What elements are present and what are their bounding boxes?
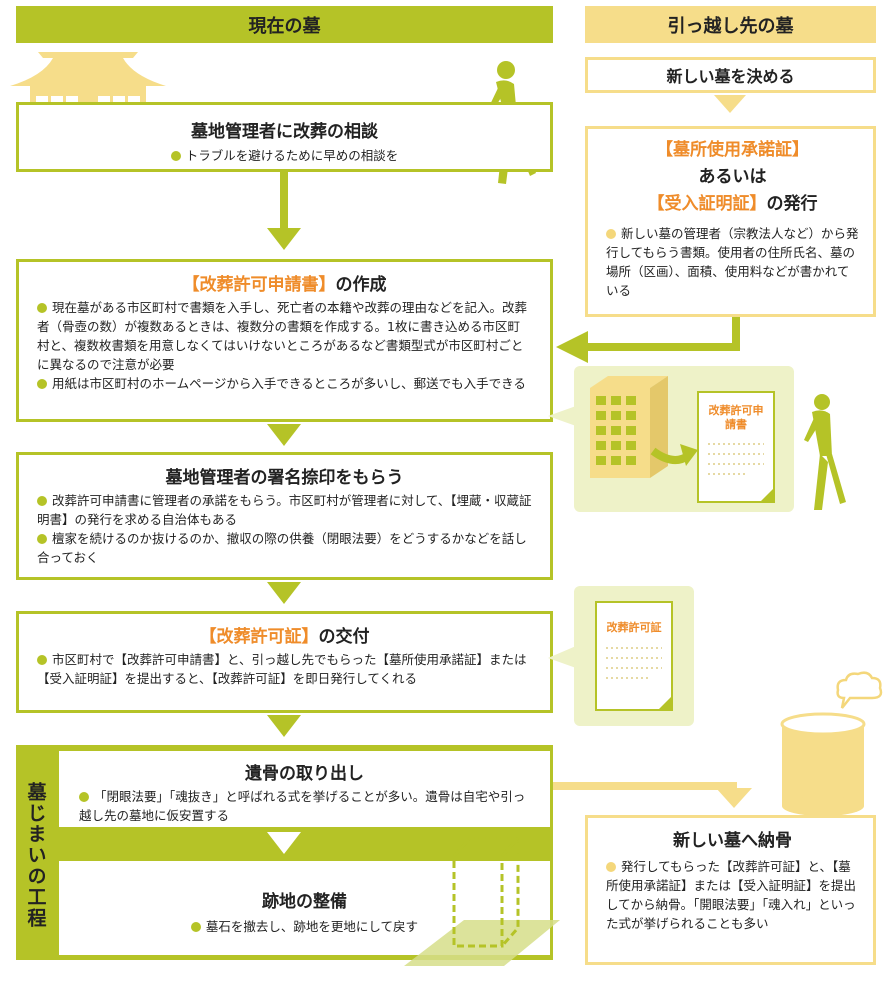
decide-new-grave-box: 新しい墓を決める bbox=[585, 57, 876, 93]
bullet-dot-icon bbox=[170, 151, 181, 161]
flow-arrow-icon bbox=[267, 715, 301, 737]
step-site-restore-title: 跡地の整備 bbox=[262, 892, 347, 912]
bury-new-grave-body: 発行してもらった【改葬許可証】と、【墓所使用承諾証】または【受入証明証】を提出し… bbox=[606, 859, 857, 931]
bullet-dot-icon bbox=[37, 534, 47, 544]
bullet-dot-icon bbox=[190, 922, 201, 932]
flow-arrow-icon bbox=[714, 95, 746, 113]
connector-line bbox=[553, 782, 737, 790]
step-application-bullet-1: 現在墓がある市区町村で書類を入手し、死亡者の本籍や改葬の理由などを記入。改葬者（… bbox=[37, 300, 528, 372]
doc-label-application: 改葬許可申請書 bbox=[708, 404, 764, 431]
bullet-dot-icon bbox=[37, 379, 47, 389]
certificate-issue-box: 【墓所使用承諾証】 あるいは 【受入証明証】の発行 新しい墓の管理者（宗教法人な… bbox=[585, 126, 876, 317]
certificate-issue-title: 【墓所使用承諾証】 あるいは 【受入証明証】の発行 bbox=[647, 140, 818, 214]
step-site-restore-bullet: 墓石を撤去し、跡地を更地にして戻す bbox=[79, 917, 530, 936]
bullet-dot-icon bbox=[606, 229, 616, 239]
flow-arrow-icon bbox=[267, 582, 301, 604]
flow-arrow-icon bbox=[556, 317, 740, 363]
step-permit-title: 【改葬許可証】の交付 bbox=[199, 627, 370, 647]
new-grave-header: 引っ越し先の墓 bbox=[585, 6, 876, 43]
bullet-dot-icon bbox=[79, 792, 89, 802]
person-walking-icon bbox=[804, 394, 846, 510]
flow-arrow-icon bbox=[716, 788, 752, 808]
step-signature-bullet-1: 改葬許可申請書に管理者の承諾をもらう。市区町村が管理者に対して、【埋蔵・収蔵証明… bbox=[37, 493, 532, 527]
office-document-illustration bbox=[548, 366, 794, 512]
step-signature-title: 墓地管理者の署名捺印をもらう bbox=[165, 468, 404, 488]
certificate-issue-body: 新しい墓の管理者（宗教法人など）から発行してもらう書類。使用者の住所氏名、墓の場… bbox=[606, 226, 859, 298]
document-icon bbox=[595, 601, 673, 711]
step-permit-box: 【改葬許可証】の交付 市区町村で【改葬許可申請書】と、引っ越し先でもらった【墓所… bbox=[16, 611, 553, 713]
step-application-box: 【改葬許可申請書】の作成 現在墓がある市区町村で書類を入手し、死亡者の本籍や改葬… bbox=[16, 259, 553, 422]
document-icon bbox=[697, 391, 775, 503]
bury-new-grave-box: 新しい墓へ納骨 発行してもらった【改葬許可証】と、【墓所使用承諾証】または【受入… bbox=[585, 815, 876, 965]
office-building-icon bbox=[590, 376, 668, 478]
step-remove-remains-bullet: 「閉眼法要」「魂抜き」と呼ばれる式を挙げることが多い。遺骨は自宅や引っ越し先の墓… bbox=[79, 789, 526, 823]
step-application-title: 【改葬許可申請書】の作成 bbox=[182, 275, 387, 295]
step-application-bullet-2: 用紙は市区町村のホームページから入手できるところが多いし、郵送でも入手できる bbox=[37, 374, 532, 393]
step-permit-bullet: 市区町村で【改葬許可申請書】と、引っ越し先でもらった【墓所使用承諾証】または【受… bbox=[37, 652, 527, 686]
step-consult-bullet: トラブルを避けるために早めの相談を bbox=[19, 146, 550, 165]
process-side-label: 墓じまいの工程 bbox=[24, 781, 47, 929]
current-grave-header-label: 現在の墓 bbox=[248, 15, 321, 37]
step-consult-title: 墓地管理者に改葬の相談 bbox=[191, 122, 378, 142]
decide-new-grave-label: 新しい墓を決める bbox=[666, 67, 795, 86]
flow-arrow-icon bbox=[267, 424, 301, 446]
flow-arrow-icon bbox=[267, 228, 301, 250]
step-remove-remains-box: 遺骨の取り出し 「閉眼法要」「魂抜き」と呼ばれる式を挙げることが多い。遺骨は自宅… bbox=[56, 748, 553, 830]
bullet-dot-icon bbox=[37, 496, 47, 506]
bullet-dot-icon bbox=[37, 655, 47, 665]
permit-document-illustration bbox=[548, 586, 694, 726]
speech-bubble-icon bbox=[836, 671, 883, 709]
bullet-dot-icon bbox=[37, 303, 47, 313]
step-signature-bullet-2: 檀家を続けるのか抜けるのか、撤収の際の供養（閉眼法要）をどうするかなどを話し合っ… bbox=[37, 531, 527, 565]
new-grave-header-label: 引っ越し先の墓 bbox=[667, 15, 794, 37]
empty-plot-icon bbox=[404, 836, 560, 966]
step-remove-remains-title: 遺骨の取り出し bbox=[245, 764, 364, 784]
step-signature-box: 墓地管理者の署名捺印をもらう 改葬許可申請書に管理者の承諾をもらう。市区町村が管… bbox=[16, 452, 553, 580]
doc-label-permit: 改葬許可証 bbox=[606, 621, 662, 634]
bury-new-grave-title: 新しい墓へ納骨 bbox=[673, 831, 792, 851]
step-consult-box: 墓地管理者に改葬の相談 トラブルを避けるために早めの相談を bbox=[16, 102, 553, 172]
current-grave-header: 現在の墓 bbox=[16, 6, 553, 43]
urn-icon bbox=[780, 712, 866, 816]
bullet-dot-icon bbox=[606, 862, 616, 872]
